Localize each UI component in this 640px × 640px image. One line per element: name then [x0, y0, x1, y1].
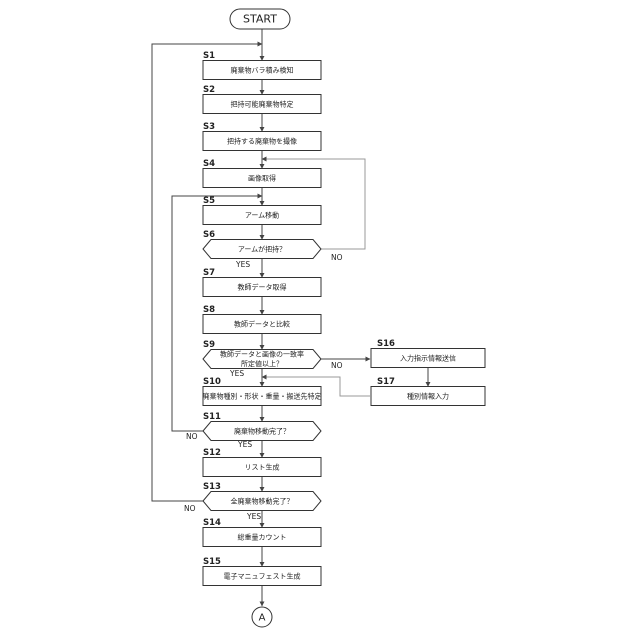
flow-nodes: START 廃棄物バラ積み検知 S1 把持可能廃棄物特定 S2 把持する廃棄物を撮像 S3 画…	[184, 9, 485, 627]
no-label-s13: NO	[184, 504, 196, 513]
node-label-s7: 教師データ取得	[238, 283, 287, 292]
step-id-s1: S1	[203, 51, 215, 61]
step-id-s12: S12	[203, 448, 221, 458]
connector-a-label: A	[259, 613, 266, 624]
node-label-s8: 教師データと比較	[234, 320, 290, 329]
step-id-s10: S10	[203, 377, 221, 387]
step-id-s6: S6	[203, 230, 215, 240]
node-label-s9: 教師データと画像の一致率	[220, 350, 304, 359]
step-id-s8: S8	[203, 305, 215, 315]
node-label-s9-line2: 所定値以上？	[241, 359, 283, 368]
node-label-s10: 廃棄物種別・形状・重量・搬送先特定	[203, 392, 322, 401]
step-id-s4: S4	[203, 159, 215, 169]
step-id-s11: S11	[203, 412, 221, 422]
yes-label-s11: YES	[237, 440, 252, 449]
node-label-s15: 電子マニュフェスト生成	[224, 572, 301, 581]
node-label-s6: アームが把持？	[238, 245, 286, 254]
node-label-s1: 廃棄物バラ積み検知	[231, 66, 294, 75]
step-id-s7: S7	[203, 268, 215, 278]
step-id-s9: S9	[203, 340, 215, 350]
step-id-s3: S3	[203, 122, 215, 132]
node-label-s11: 廃棄物移動完了？	[234, 427, 290, 436]
no-label-s6: NO	[331, 253, 343, 262]
yes-label-s9: YES	[229, 369, 244, 378]
no-label-s11: NO	[186, 432, 198, 441]
node-label-s12: リスト生成	[245, 463, 280, 472]
node-label-s14: 総重量カウント	[238, 533, 287, 542]
yes-label-s13: YES	[246, 512, 261, 521]
node-label-s3: 把持する廃棄物を撮像	[227, 137, 297, 146]
no-label-s9: NO	[331, 361, 343, 370]
node-label-s13: 全廃棄物移動完了？	[231, 497, 294, 506]
node-label-s4: 画像取得	[248, 174, 276, 183]
step-id-s5: S5	[203, 196, 215, 206]
step-id-s14: S14	[203, 518, 221, 528]
node-label-s17: 種別情報入力	[407, 392, 449, 401]
step-id-s2: S2	[203, 85, 215, 95]
step-id-s16: S16	[377, 339, 395, 349]
step-id-s15: S15	[203, 557, 221, 567]
step-id-s13: S13	[203, 482, 221, 492]
node-label-s2: 把持可能廃棄物特定	[231, 100, 294, 109]
start-label: START	[243, 13, 277, 26]
step-id-s17: S17	[377, 377, 395, 387]
node-label-s16: 入力指示情報送信	[400, 354, 456, 363]
yes-label-s6: YES	[235, 260, 250, 269]
node-label-s5: アーム移動	[245, 211, 279, 220]
